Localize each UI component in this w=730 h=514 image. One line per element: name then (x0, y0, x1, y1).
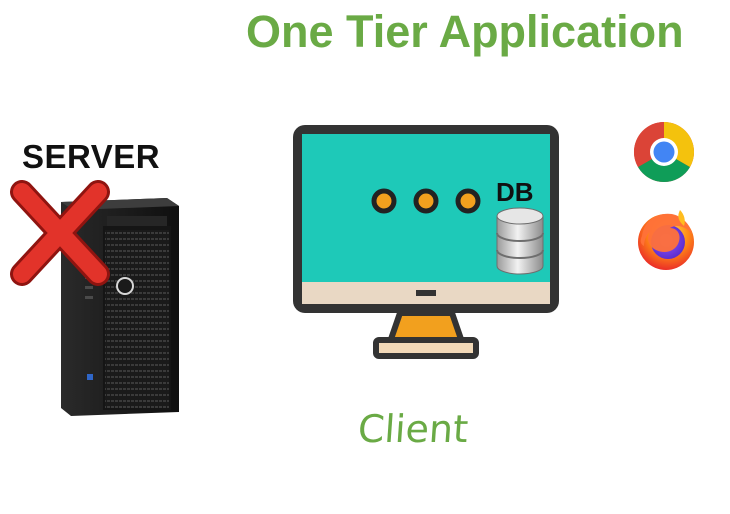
server-label: SERVER (22, 138, 161, 175)
chrome-icon (633, 121, 695, 183)
db-label: DB (496, 177, 534, 207)
client-label: Client (356, 407, 470, 451)
database-cylinder-icon (496, 207, 544, 275)
red-x-icon (10, 180, 110, 286)
diagram-title: One Tier Application (246, 6, 684, 57)
loading-dots (371, 188, 481, 214)
firefox-icon (638, 210, 694, 270)
